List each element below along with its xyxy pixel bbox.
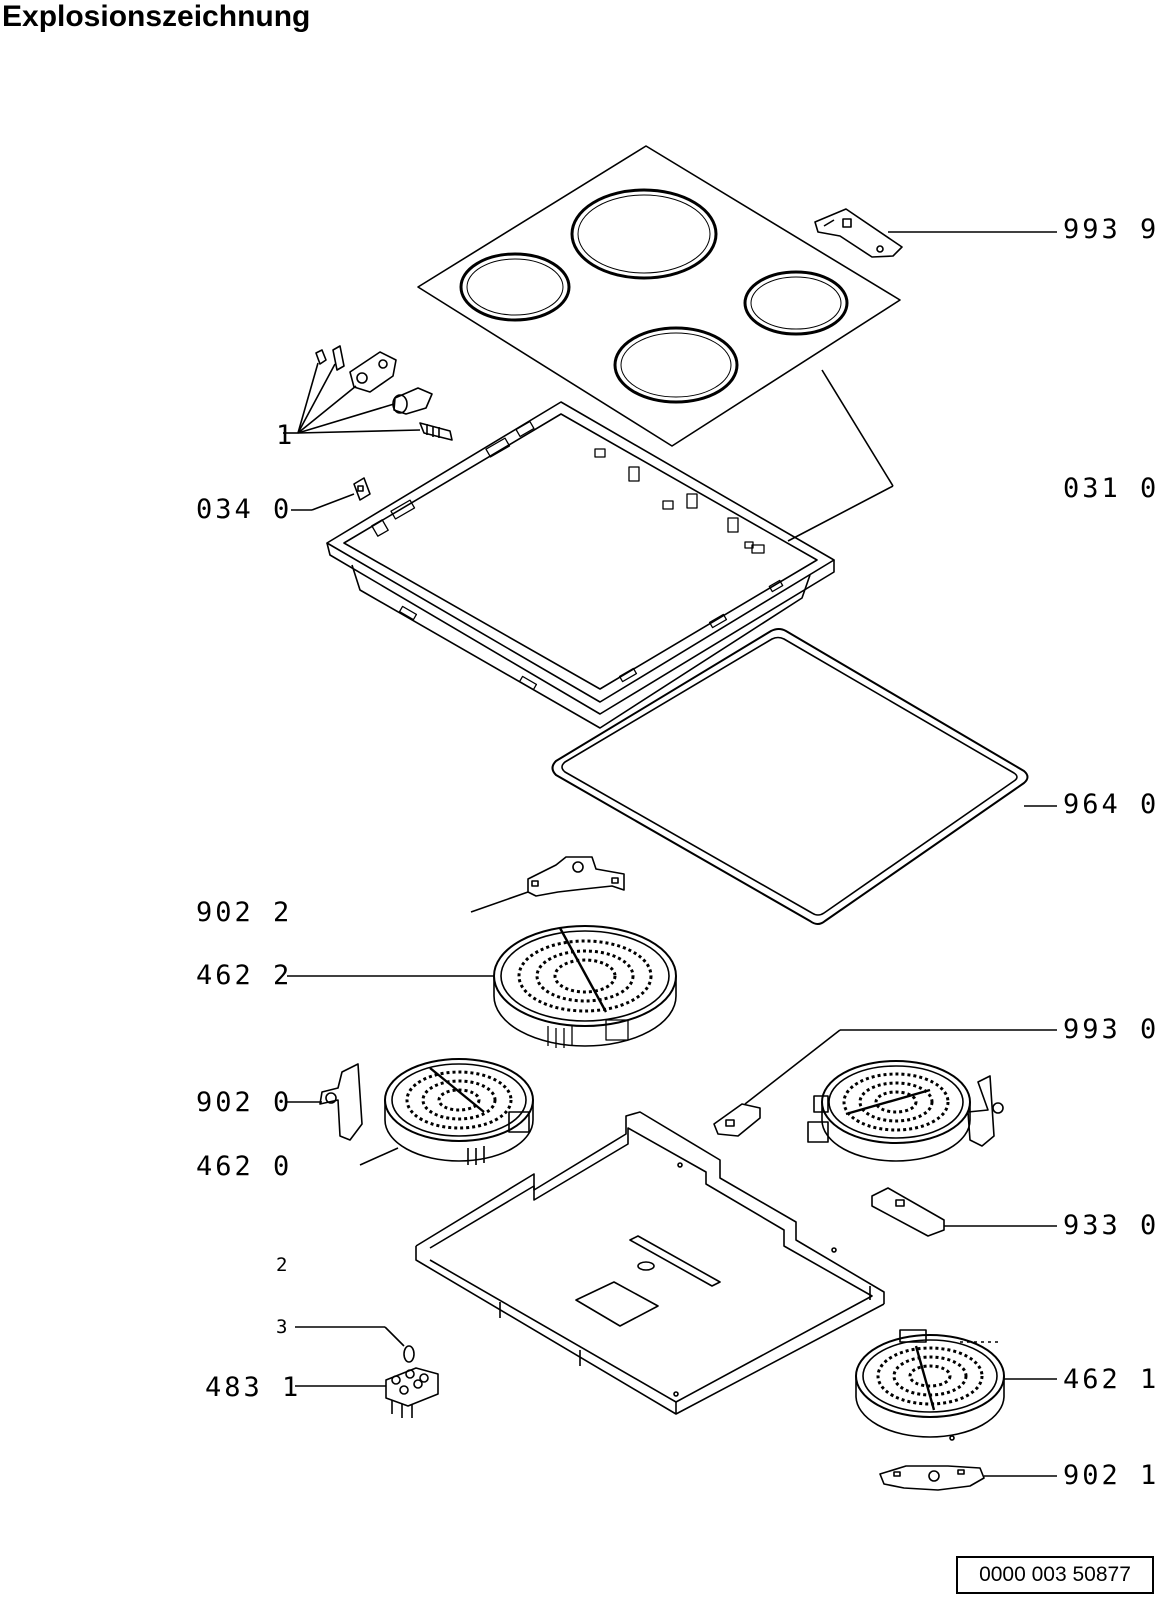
callout-1: 1 — [276, 420, 296, 451]
callout-483-1: 483 1 — [205, 1372, 302, 1403]
radiant-heater-right — [807, 1060, 1004, 1162]
terminal-block-483-1 — [295, 1367, 439, 1418]
callout-2: 2 — [276, 1254, 288, 1276]
callout-964-0: 964 0 — [1063, 789, 1160, 820]
small-parts-2-3 — [295, 1326, 415, 1363]
callout-462-0: 462 0 — [196, 1151, 293, 1182]
clip-034-0 — [291, 477, 371, 511]
bracket-993-9 — [814, 208, 1057, 258]
callout-462-1: 462 1 — [1063, 1364, 1160, 1395]
bracket-933-0 — [871, 1187, 1057, 1237]
radiant-heater-462-0 — [359, 1058, 534, 1166]
radiant-heater-462-1 — [855, 1329, 1057, 1441]
callout-993-9: 993 9 — [1063, 214, 1160, 245]
callout-031-0: 031 0 — [1063, 473, 1160, 504]
callout-034-0: 034 0 — [196, 494, 293, 525]
callout-902-1: 902 1 — [1063, 1460, 1160, 1491]
callout-902-2: 902 2 — [196, 897, 293, 928]
fastener-parts-group-1 — [283, 345, 453, 441]
radiant-heater-462-2 — [287, 925, 677, 1048]
callout-993-0: 993 0 — [1063, 1014, 1160, 1045]
frame-seal-gasket — [551, 628, 1057, 925]
callout-3: 3 — [276, 1316, 288, 1338]
bottom-tray — [415, 1111, 885, 1415]
leader-031-0 — [787, 369, 894, 542]
bracket-902-0 — [287, 1063, 363, 1141]
callout-902-0: 902 0 — [196, 1087, 293, 1118]
bracket-902-1 — [879, 1465, 1057, 1491]
callout-933-0: 933 0 — [1063, 1210, 1160, 1241]
bracket-993-0 — [713, 1029, 1057, 1137]
callout-462-2: 462 2 — [196, 960, 293, 991]
cooktop-frame — [326, 401, 835, 729]
bracket-902-2 — [470, 856, 625, 913]
page-title: Explosionszeichnung — [2, 0, 311, 33]
glass-cooktop-plate — [417, 145, 901, 447]
document-number-box: 0000 003 50877 — [956, 1556, 1154, 1594]
